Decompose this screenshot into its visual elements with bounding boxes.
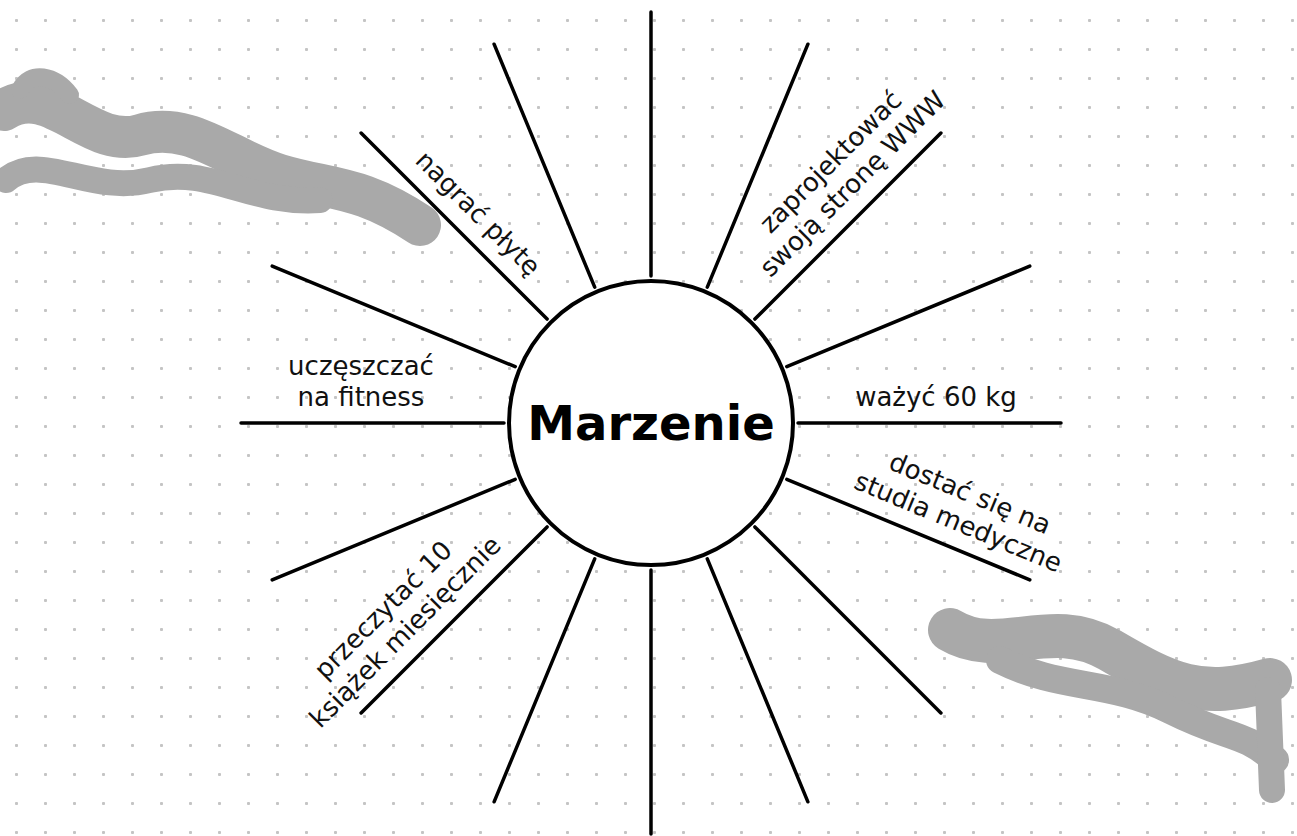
center-title: Marzenie [527,395,775,451]
dream-label: zaprojektować swoją stronę WWW [726,56,960,290]
dream-circle: Marzenie [506,278,796,568]
brush-stroke [4,102,420,225]
dream-label: ważyć 60 kg [855,382,1017,413]
ray [755,527,941,713]
ray [707,559,808,802]
brush-stroke [1000,660,1275,760]
ray [494,559,595,802]
circle-shape [509,281,793,565]
sun-rays [241,12,1061,834]
ray [649,12,653,276]
dream-label: uczęszczać na fitness [277,351,446,413]
ray [787,266,1030,367]
brush-stroke [1268,690,1272,790]
brush-stroke [20,77,70,95]
ray [649,570,653,834]
brush-stroke [6,169,320,200]
dream-label: przeczytać 10 książek miesięcznie [277,504,511,738]
ray [361,133,547,319]
ray [798,421,1061,425]
dream-label: dostać się na studia medyczne [841,433,1088,583]
ray [241,421,504,425]
brush-strokes [4,77,1275,790]
